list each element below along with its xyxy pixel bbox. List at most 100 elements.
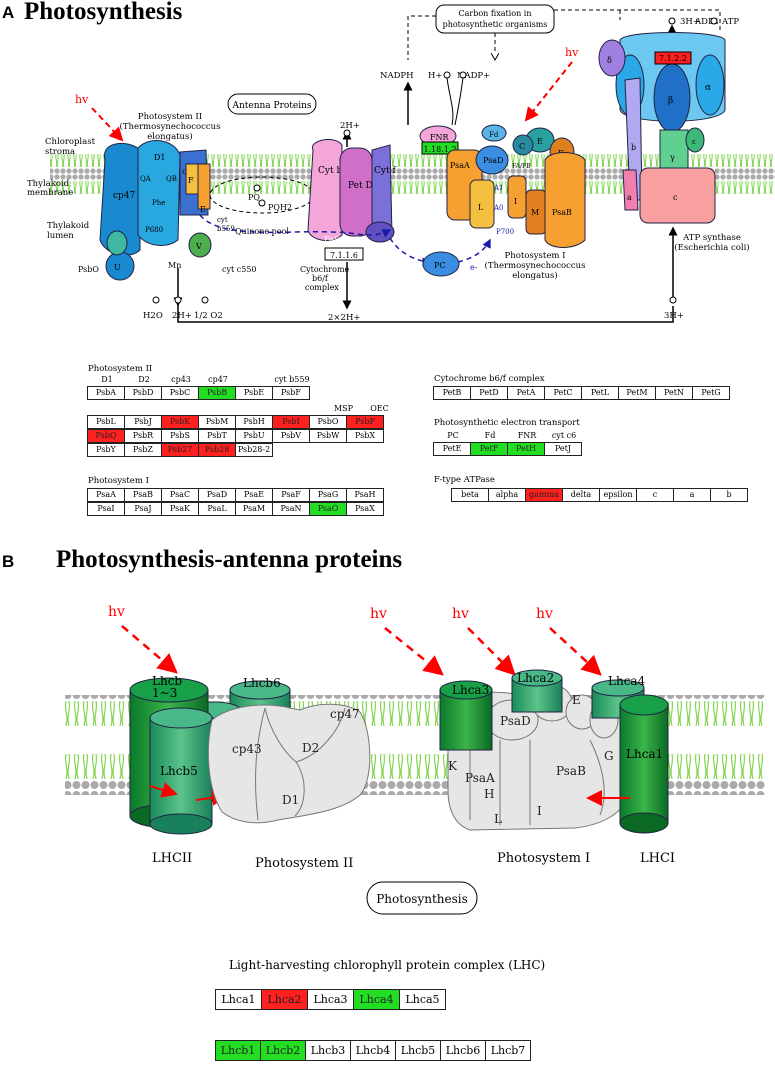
- svg-text:PsbO: PsbO: [78, 265, 99, 274]
- svg-text:Cyt f: Cyt f: [374, 166, 396, 176]
- gene-psaa[interactable]: PsaA: [87, 488, 125, 502]
- gene-a[interactable]: a: [673, 488, 711, 502]
- gene-psao[interactable]: PsaO: [309, 502, 347, 516]
- gene-lhca1[interactable]: Lhca1: [215, 989, 262, 1010]
- gene-psak[interactable]: PsaK: [161, 502, 199, 516]
- gene-alpha[interactable]: alpha: [488, 488, 526, 502]
- gene-psbv[interactable]: PsbV: [272, 429, 310, 443]
- gene-lhca2[interactable]: Lhca2: [261, 989, 308, 1010]
- gene-psbb[interactable]: PsbB: [198, 386, 236, 400]
- panel-b-title: Photosynthesis-antenna proteins: [56, 546, 403, 573]
- gene-c[interactable]: c: [636, 488, 674, 502]
- gene-lhcb5[interactable]: Lhcb5: [395, 1040, 441, 1061]
- gene-psby[interactable]: PsbY: [87, 443, 125, 457]
- svg-text:M: M: [531, 208, 539, 217]
- svg-text:hv: hv: [370, 606, 387, 622]
- gene-psbd[interactable]: PsbD: [124, 386, 162, 400]
- gene-petb[interactable]: PetB: [433, 386, 471, 400]
- gene-beta[interactable]: beta: [451, 488, 489, 502]
- ec-7-1-2-2[interactable]: [654, 51, 692, 65]
- ec-1-18-1-2[interactable]: [421, 141, 459, 155]
- gene-psbm[interactable]: PsbM: [198, 415, 236, 429]
- svg-text:L: L: [478, 203, 484, 212]
- svg-text:Photosystem II: Photosystem II: [138, 112, 202, 122]
- gene-delta[interactable]: delta: [562, 488, 600, 502]
- gene-psal[interactable]: PsaL: [198, 502, 236, 516]
- svg-text:2H+: 2H+: [172, 311, 192, 321]
- gene-petg[interactable]: PetG: [692, 386, 730, 400]
- gene-psbe[interactable]: PsbE: [235, 386, 273, 400]
- gene-psax[interactable]: PsaX: [346, 502, 384, 516]
- svg-text:E: E: [572, 693, 581, 707]
- gene-psb27[interactable]: Psb27: [161, 443, 199, 457]
- gene-lhca4[interactable]: Lhca4: [353, 989, 400, 1010]
- gene-psbh[interactable]: PsbH: [235, 415, 273, 429]
- gene-psac[interactable]: PsaC: [161, 488, 199, 502]
- gene-psae[interactable]: PsaE: [235, 488, 273, 502]
- gene-lhca5[interactable]: Lhca5: [399, 989, 446, 1010]
- gene-psbk[interactable]: PsbK: [161, 415, 199, 429]
- gene-psan[interactable]: PsaN: [272, 502, 310, 516]
- svg-text:photosynthetic organisms: photosynthetic organisms: [443, 20, 548, 29]
- gene-psai[interactable]: PsaI: [87, 502, 125, 516]
- gene-petd[interactable]: PetD: [470, 386, 508, 400]
- gene-psad[interactable]: PsaD: [198, 488, 236, 502]
- gene-peta[interactable]: PetA: [507, 386, 545, 400]
- gene-lhcb7[interactable]: Lhcb7: [485, 1040, 531, 1061]
- gene-psbo[interactable]: PsbO: [309, 415, 347, 429]
- gene-psah[interactable]: PsaH: [346, 488, 384, 502]
- gene-psbl[interactable]: PsbL: [87, 415, 125, 429]
- gene-psbp[interactable]: PsbP: [346, 415, 384, 429]
- gene-psbq[interactable]: PsbQ: [87, 429, 125, 443]
- column-header: cyt b559: [274, 375, 310, 384]
- gene-epsilon[interactable]: epsilon: [599, 488, 637, 502]
- gene-psbs[interactable]: PsbS: [161, 429, 199, 443]
- gene-petn[interactable]: PetN: [655, 386, 693, 400]
- gene-petf[interactable]: PetF: [470, 442, 508, 456]
- gene-lhcb1[interactable]: Lhcb1: [215, 1040, 261, 1061]
- gene-lhcb2[interactable]: Lhcb2: [260, 1040, 306, 1061]
- gene-psbt[interactable]: PsbT: [198, 429, 236, 443]
- gene-psbj[interactable]: PsbJ: [124, 415, 162, 429]
- gene-psaf[interactable]: PsaF: [272, 488, 310, 502]
- gene-psbx[interactable]: PsbX: [346, 429, 384, 443]
- gene-psbi[interactable]: PsbI: [272, 415, 310, 429]
- gene-petj[interactable]: PetJ: [544, 442, 582, 456]
- gene-petl[interactable]: PetL: [581, 386, 619, 400]
- gene-psbz[interactable]: PsbZ: [124, 443, 162, 457]
- gene-gamma[interactable]: gamma: [525, 488, 563, 502]
- gene-peth[interactable]: PetH: [507, 442, 545, 456]
- gene-petc[interactable]: PetC: [544, 386, 582, 400]
- antenna-proteins-link[interactable]: [227, 93, 317, 115]
- gene-psaj[interactable]: PsaJ: [124, 502, 162, 516]
- gene-lhca3[interactable]: Lhca3: [307, 989, 354, 1010]
- svg-text:F: F: [188, 176, 194, 185]
- msp-label: MSP: [333, 404, 354, 413]
- gene-psbf[interactable]: PsbF: [272, 386, 310, 400]
- svg-text:2×2H+: 2×2H+: [328, 313, 360, 323]
- gene-psbw[interactable]: PsbW: [309, 429, 347, 443]
- svg-text:C: C: [519, 142, 525, 151]
- gene-psb28[interactable]: Psb28: [198, 443, 236, 457]
- antenna-proteins-diagram: hv hv hv hv Lhcb6 4 Lhcb 1~3 Lhcb5 LHCII: [65, 604, 765, 915]
- gene-psb28-2[interactable]: Psb28-2: [235, 443, 273, 457]
- ec-7-1-1-6[interactable]: [324, 247, 364, 261]
- photosystem-i-complex: FNR 1.18.1.2 PsaA Fd PsaD E F C FA/FB L …: [419, 124, 586, 281]
- gene-lhcb4[interactable]: Lhcb4: [350, 1040, 396, 1061]
- gene-psam[interactable]: PsaM: [235, 502, 273, 516]
- gene-pete[interactable]: PetE: [433, 442, 471, 456]
- svg-text:U: U: [114, 263, 121, 272]
- gene-petm[interactable]: PetM: [618, 386, 656, 400]
- gene-lhcb3[interactable]: Lhcb3: [305, 1040, 351, 1061]
- gene-b[interactable]: b: [710, 488, 748, 502]
- gene-psab[interactable]: PsaB: [124, 488, 162, 502]
- gene-psag[interactable]: PsaG: [309, 488, 347, 502]
- gene-lhcb6[interactable]: Lhcb6: [440, 1040, 486, 1061]
- svg-text:1/2 O2: 1/2 O2: [194, 311, 223, 321]
- svg-text:PsaB: PsaB: [552, 208, 572, 217]
- gene-psbc[interactable]: PsbC: [161, 386, 199, 400]
- gene-psba[interactable]: PsbA: [87, 386, 125, 400]
- gene-psbu[interactable]: PsbU: [235, 429, 273, 443]
- photosynthesis-link[interactable]: [366, 881, 478, 915]
- gene-psbr[interactable]: PsbR: [124, 429, 162, 443]
